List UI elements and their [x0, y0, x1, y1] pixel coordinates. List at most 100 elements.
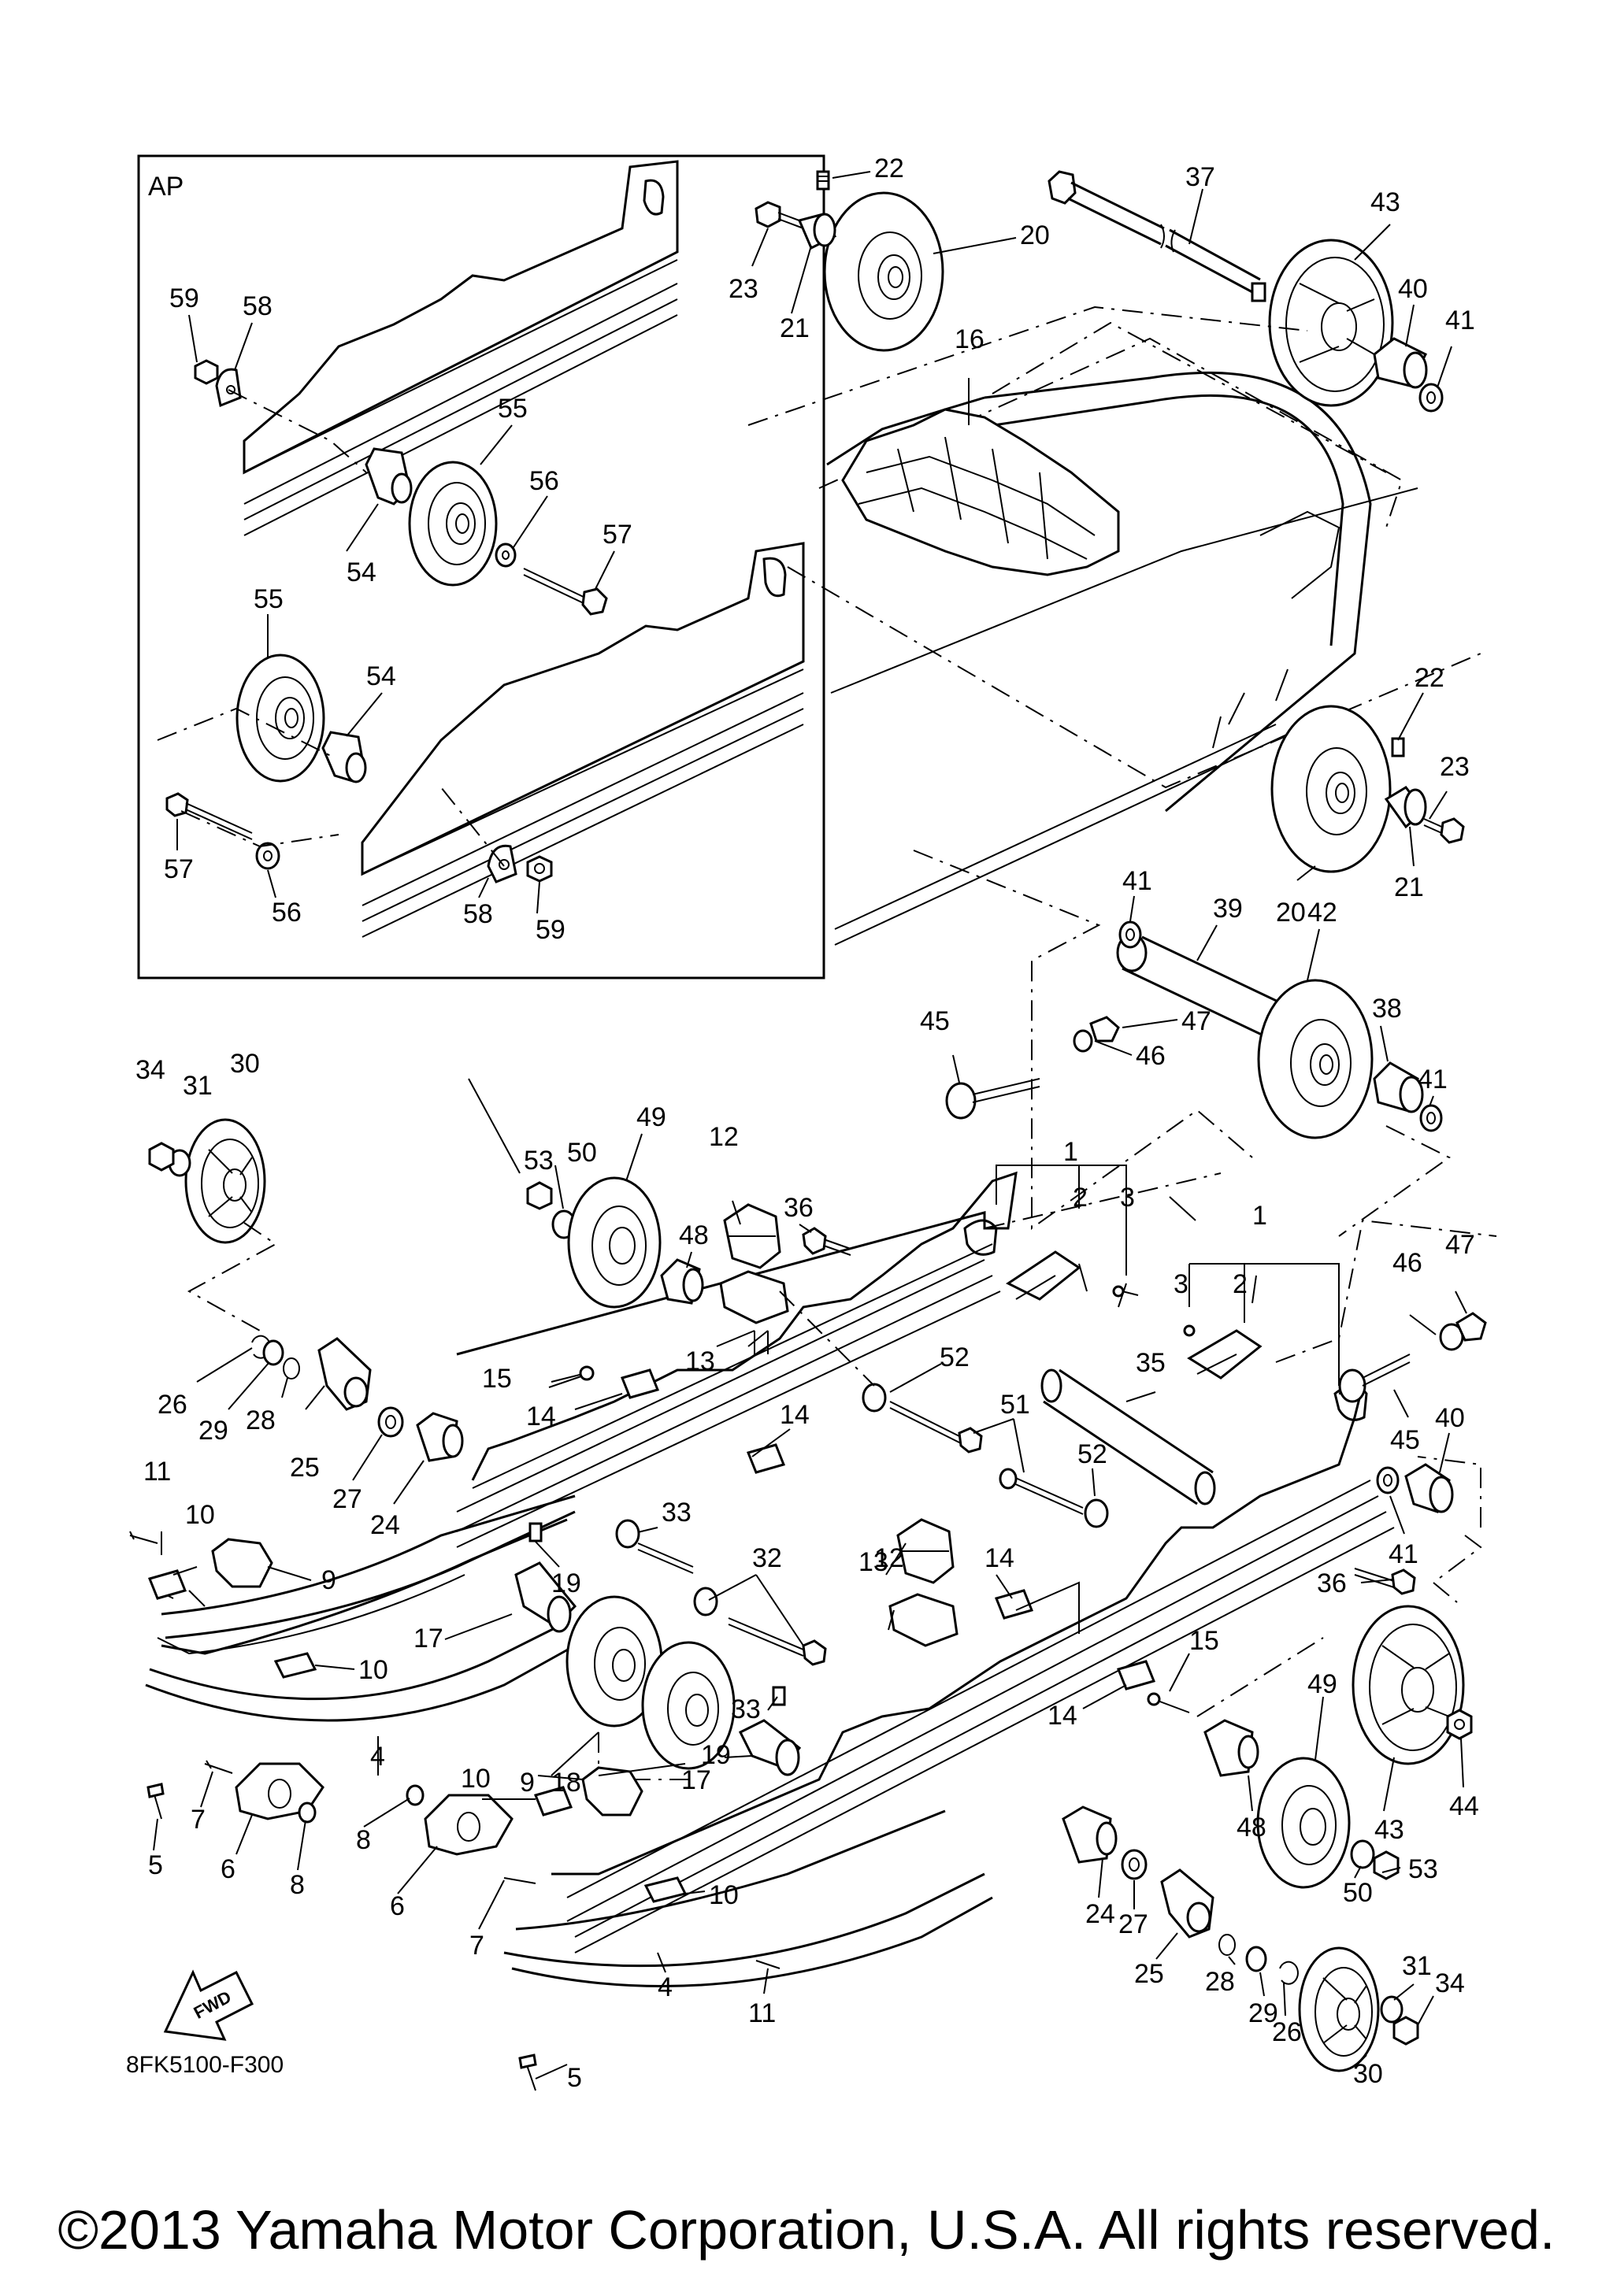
callout: 1: [1252, 1201, 1267, 1231]
housing-25-lower: [1160, 1868, 1214, 1939]
bracket-13-lower: [888, 1593, 959, 1647]
callout: 25: [290, 1453, 320, 1483]
slider-4-lower: [503, 1809, 993, 1987]
wheel-30-lower: [1298, 1946, 1380, 2072]
callout: 3: [1120, 1183, 1135, 1213]
callout: 5: [567, 2063, 582, 2093]
pin-7-lower: [503, 1877, 536, 1884]
callout: 58: [463, 899, 493, 929]
washer-46-upper: [1073, 1029, 1093, 1053]
callout: 14: [526, 1402, 556, 1431]
callout: 41: [1445, 306, 1475, 335]
callout: 53: [524, 1146, 554, 1176]
callout: 30: [1353, 2059, 1383, 2089]
callout: 55: [498, 394, 528, 424]
inset-bolt-57-lower: [165, 792, 253, 840]
callout: 49: [636, 1102, 666, 1132]
plug-22-lower: [1391, 737, 1405, 757]
callout: 37: [1185, 162, 1215, 192]
block-14-upper: [620, 1368, 660, 1399]
washer-52-lower: [1084, 1498, 1109, 1528]
callout: 54: [366, 661, 396, 691]
track-belt: [787, 337, 1481, 946]
callout: 13: [685, 1346, 715, 1376]
washer-8-upper: [298, 1802, 317, 1824]
callout: 27: [332, 1484, 362, 1514]
callout: 48: [679, 1220, 709, 1250]
inset-wheel-55-upper: [408, 461, 498, 587]
callout: 36: [1317, 1568, 1347, 1598]
bolt-45-upper: [945, 1078, 1040, 1120]
inset-bolt-57-upper: [523, 568, 608, 616]
inset-lower-rail: [361, 542, 805, 938]
block-14-lower-b: [1116, 1660, 1156, 1691]
callout: 19: [551, 1568, 581, 1598]
callout: 41: [1389, 1539, 1418, 1569]
wheel-18-b: [641, 1641, 736, 1770]
callout: 10: [185, 1500, 215, 1530]
cap-9-upper: [211, 1538, 273, 1588]
bolt-51-upper: [889, 1401, 983, 1454]
callout: 53: [1408, 1854, 1438, 1884]
pin-11-upper: [129, 1531, 158, 1544]
inset-washer-56-lower: [255, 842, 280, 870]
callout: 9: [520, 1768, 535, 1798]
collar-40-upper: [1373, 337, 1428, 389]
callout: 34: [1435, 1968, 1465, 1998]
leader-lines: [153, 171, 1467, 2079]
pin-7-upper: [204, 1760, 233, 1774]
callout: 59: [536, 915, 565, 945]
callout: 8: [356, 1825, 371, 1855]
pin-15-upper: [551, 1365, 595, 1383]
inset-wheel-55-lower: [235, 654, 325, 783]
callout: 15: [1189, 1626, 1219, 1656]
callout: 45: [1390, 1425, 1420, 1455]
copyright-notice: ©2013 Yamaha Motor Corporation, U.S.A. A…: [57, 2199, 1556, 2261]
callout: 13: [858, 1547, 888, 1577]
callout: 33: [662, 1498, 692, 1528]
callout: 39: [1213, 894, 1243, 924]
callout: 18: [551, 1768, 581, 1798]
washer-33-upper: [615, 1519, 640, 1549]
callout: 36: [784, 1193, 814, 1223]
washer-27-lower: [1121, 1849, 1148, 1880]
inset-washer-56-upper: [495, 543, 517, 568]
callout: 21: [780, 313, 810, 343]
callout: 16: [955, 324, 984, 354]
housing-25-upper: [317, 1337, 372, 1411]
block-10-upper-b: [273, 1652, 317, 1679]
washer-8-lower: [406, 1784, 425, 1806]
callout: 31: [183, 1071, 213, 1101]
callout: 20: [1276, 898, 1306, 928]
callout: 29: [1248, 1998, 1278, 2028]
idler-wheel-20-lower: [1270, 705, 1392, 873]
bolt-51-lower: [999, 1468, 1084, 1515]
bolt-32-b: [728, 1617, 827, 1666]
nut-47-right: [1455, 1312, 1487, 1342]
spacer-21-lower: [1384, 786, 1427, 829]
drawing-code: 8FK5100-F300: [126, 2052, 284, 2078]
callout: 22: [874, 154, 904, 183]
callout: 47: [1445, 1230, 1475, 1260]
collar-24-upper: [416, 1412, 464, 1462]
callout: 46: [1136, 1041, 1166, 1071]
callout: 49: [1307, 1669, 1337, 1699]
block-14-lower-a: [994, 1589, 1034, 1620]
callout: 22: [1415, 663, 1444, 693]
plug-19-lower: [772, 1686, 786, 1706]
callout: 41: [1122, 866, 1152, 896]
callout: 59: [169, 283, 199, 313]
inset-collar-54-upper: [365, 447, 413, 505]
o-ring-28-upper: [283, 1357, 300, 1379]
collar-17-lower: [738, 1719, 802, 1776]
callout: 24: [370, 1510, 400, 1540]
callout: 23: [729, 274, 758, 304]
block-10-upper-a: [147, 1569, 187, 1600]
callout: 52: [1077, 1439, 1107, 1469]
callout: 30: [230, 1049, 260, 1079]
callout: 14: [780, 1400, 810, 1430]
inset-label: AP: [148, 172, 184, 202]
callout: 8: [290, 1870, 305, 1900]
callout: 21: [1394, 872, 1424, 902]
callout: 15: [482, 1364, 512, 1394]
